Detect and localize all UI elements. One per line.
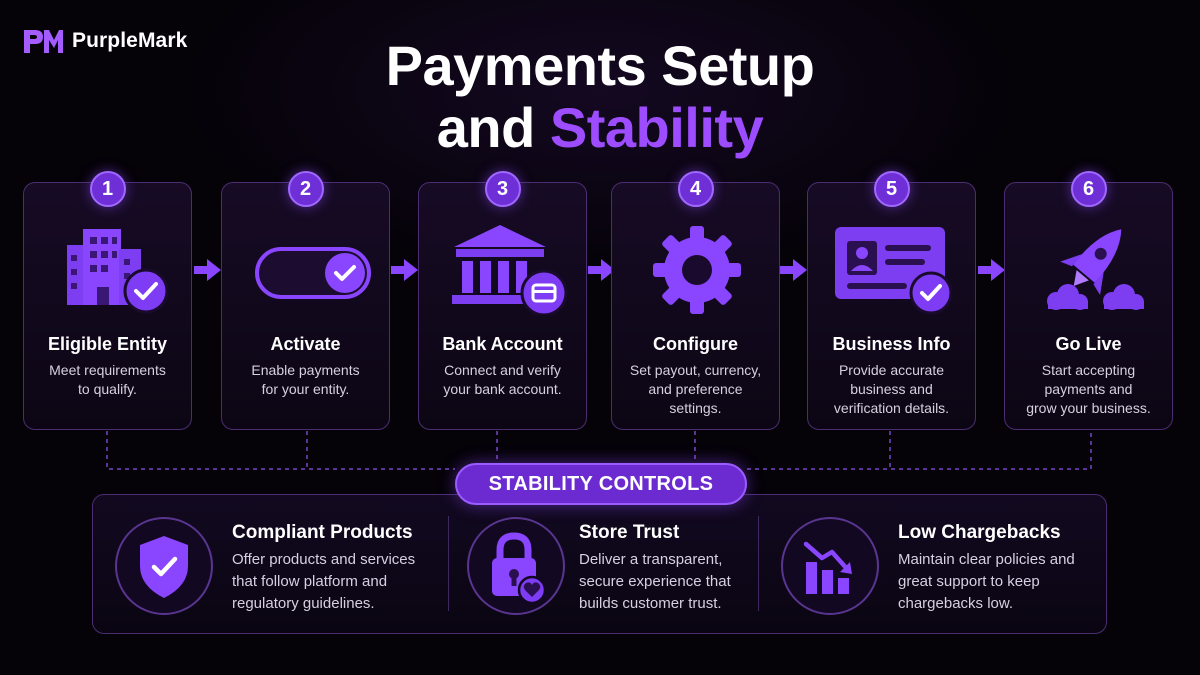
brand: PurpleMark	[22, 27, 187, 55]
control-description: Deliver a transparent, secure experience…	[579, 549, 731, 615]
chart-down-icon	[781, 517, 879, 615]
arrow-right-icon	[391, 259, 418, 281]
step-card-business-info: 5 Business Info Provide accurate busines…	[807, 171, 976, 430]
control-description-line: Maintain clear policies and	[898, 551, 1075, 568]
purplemark-logo-icon	[24, 30, 63, 53]
bank-card-icon	[452, 225, 568, 315]
page-title-line-2: and Stability	[0, 100, 1200, 156]
step-description-line: Connect and verify	[444, 362, 561, 378]
arrow-right-icon	[978, 259, 1005, 281]
step-number-badge: 2	[287, 171, 324, 207]
page-title-word-stability: Stability	[549, 96, 764, 159]
step-description-line: Enable payments	[251, 362, 360, 378]
brand-name: PurpleMark	[72, 29, 188, 52]
lock-heart-icon	[467, 517, 565, 615]
step-card-configure: 4 Configure Set payout, currency, and pr…	[611, 171, 780, 430]
step-description-line: grow your business.	[1026, 400, 1151, 416]
control-description-line: regulatory guidelines.	[232, 595, 375, 612]
step-description-line: Set payout, currency,	[629, 362, 762, 378]
step-number-badge: 5	[873, 171, 910, 207]
control-description: Offer products and services that follow …	[232, 549, 415, 615]
stability-controls-panel	[92, 494, 1107, 634]
control-description-line: Deliver a transparent,	[579, 551, 723, 568]
step-title: Activate	[270, 334, 341, 354]
step-description-line: and preference	[648, 381, 743, 397]
page-title-line-1: Payments Setup	[385, 34, 815, 97]
control-description-line: secure experience that	[579, 573, 731, 590]
step-card-bank-account: 3 Bank Account Connect and verify your b…	[418, 171, 587, 430]
step-description-line: settings.	[669, 400, 722, 416]
step-description: Provide accurate business and verificati…	[816, 361, 967, 418]
step-description-line: business and	[850, 381, 933, 397]
control-description-line: great support to keep	[898, 573, 1040, 590]
toggle-check-icon	[255, 247, 371, 299]
gear-icon	[653, 226, 741, 314]
control-title: Compliant Products	[232, 522, 413, 543]
step-number-badge: 4	[677, 171, 714, 207]
step-description-line: payments and	[1044, 381, 1133, 397]
step-card-go-live: 6 Go Live Start accepting payments and g…	[1004, 171, 1173, 430]
step-title: Go Live	[1055, 334, 1122, 354]
step-description-line: verification details.	[833, 400, 950, 416]
shield-check-icon	[115, 517, 213, 615]
step-description-line: Start accepting	[1041, 362, 1136, 378]
step-description-line: to qualify.	[78, 381, 137, 397]
control-description-line: builds customer trust.	[579, 595, 722, 612]
step-title: Bank Account	[442, 334, 563, 354]
building-check-icon	[67, 229, 169, 314]
arrow-right-icon	[780, 259, 807, 281]
step-title: Eligible Entity	[47, 334, 167, 354]
step-number-badge: 6	[1070, 171, 1107, 207]
id-card-check-icon	[835, 227, 953, 315]
page-title-word-and: and	[436, 96, 536, 159]
step-card-eligible-entity: 1 Eligible Entity Meet requirements to q…	[23, 171, 192, 430]
divider	[448, 516, 449, 611]
arrow-right-icon	[588, 259, 615, 281]
step-number-badge: 1	[89, 171, 126, 207]
arrow-right-icon	[194, 259, 221, 281]
step-description-line: your bank account.	[443, 381, 562, 397]
step-description-line: Meet requirements	[49, 362, 166, 378]
step-number-badge: 3	[484, 171, 521, 207]
step-description-line: Provide accurate	[838, 362, 945, 378]
step-description: Connect and verify your bank account.	[427, 361, 578, 399]
stability-controls-label: STABILITY CONTROLS	[455, 463, 747, 505]
step-card-activate: 2 Activate Enable payments for your enti…	[221, 171, 390, 430]
step-description: Enable payments for your entity.	[230, 361, 381, 399]
control-description-line: that follow platform and	[232, 573, 388, 590]
control-description-line: chargebacks low.	[898, 595, 1014, 612]
rocket-icon	[1047, 229, 1144, 310]
control-description-line: Offer products and services	[232, 551, 416, 568]
step-title: Configure	[653, 334, 738, 354]
step-description: Set payout, currency, and preference set…	[620, 361, 771, 418]
step-description-line: for your entity.	[261, 381, 350, 397]
step-title: Business Info	[832, 334, 951, 354]
step-description: Meet requirements to qualify.	[32, 361, 183, 399]
control-title: Store Trust	[579, 522, 680, 543]
control-description: Maintain clear policies and great suppor…	[898, 549, 1075, 615]
control-title: Low Chargebacks	[898, 522, 1061, 543]
divider	[758, 516, 759, 611]
step-description: Start accepting payments and grow your b…	[1013, 361, 1164, 418]
